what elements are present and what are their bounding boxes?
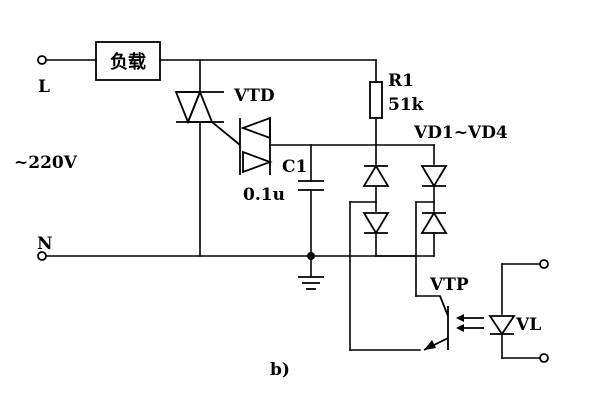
wire-top xyxy=(159,59,377,93)
resistor-label: R1 xyxy=(388,71,414,91)
load-box xyxy=(95,41,161,81)
label-supply: ~220V xyxy=(14,153,78,173)
label-line: L xyxy=(38,77,50,97)
diac-symbol xyxy=(239,116,273,175)
capacitor-label: C1 xyxy=(282,157,307,177)
phototransistor xyxy=(423,295,449,351)
ground-symbol xyxy=(298,252,324,290)
triac-label: VTD xyxy=(233,86,275,106)
capacitor-value: 0.1u xyxy=(243,185,285,205)
load-label: 负载 xyxy=(110,51,146,73)
wire-mid-bus xyxy=(269,117,435,146)
phototransistor-label: VTP xyxy=(429,275,469,295)
resistor-r1 xyxy=(369,81,383,119)
triac-symbol xyxy=(174,89,241,146)
resistor-value: 51k xyxy=(388,95,425,115)
light-arrows xyxy=(456,314,484,332)
label-neutral: N xyxy=(37,234,53,254)
terminal-line xyxy=(37,55,97,65)
bridge-rectifier xyxy=(349,144,448,257)
wire-bridge-transistor xyxy=(349,201,441,351)
led-symbol xyxy=(488,259,549,363)
capacitor-c1 xyxy=(298,144,324,257)
bridge-label: VD1~VD4 xyxy=(413,123,508,143)
caption: b) xyxy=(270,360,290,380)
led-label: VL xyxy=(515,315,541,335)
